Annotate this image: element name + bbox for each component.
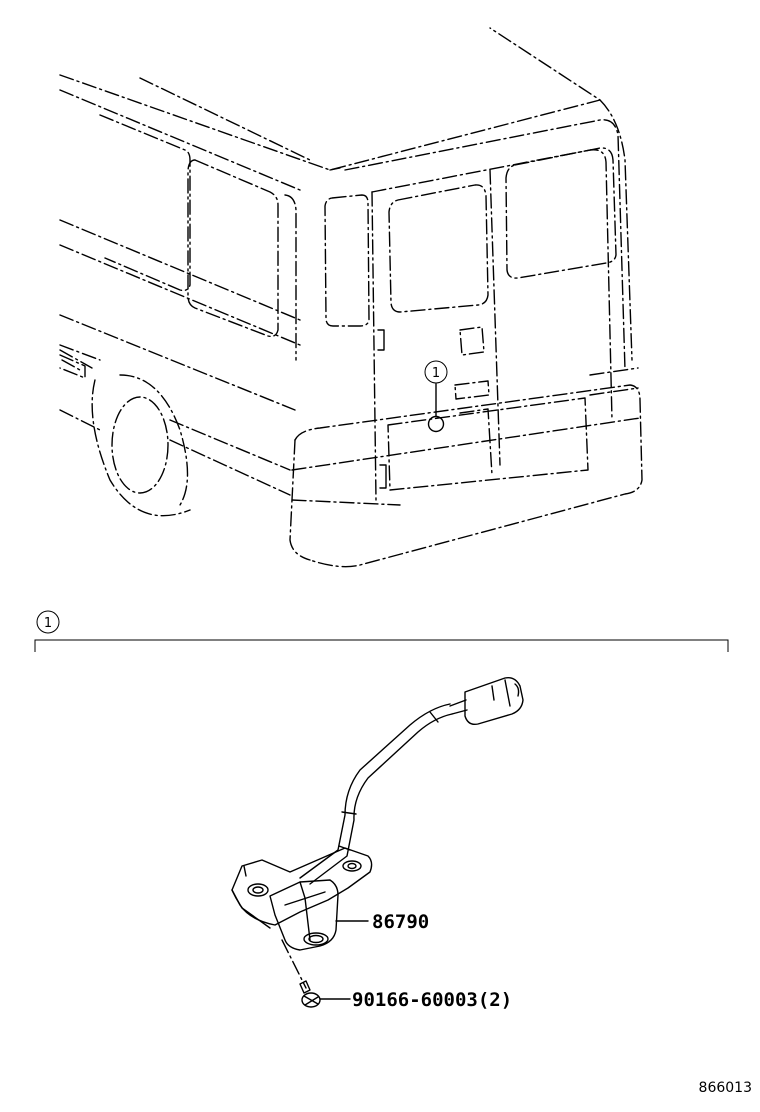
screw: [281, 939, 351, 1008]
vehicle-callout-number: 1: [432, 366, 440, 381]
diagram-code: 866013: [699, 1080, 752, 1096]
section-callout-number: 1: [44, 616, 52, 631]
part-number-screw: 90166-60003(2): [352, 989, 512, 1011]
van-illustration: [59, 27, 643, 568]
section-header: [34, 610, 729, 652]
part-number-camera: 86790: [372, 911, 429, 933]
camera-assembly: [231, 676, 524, 951]
